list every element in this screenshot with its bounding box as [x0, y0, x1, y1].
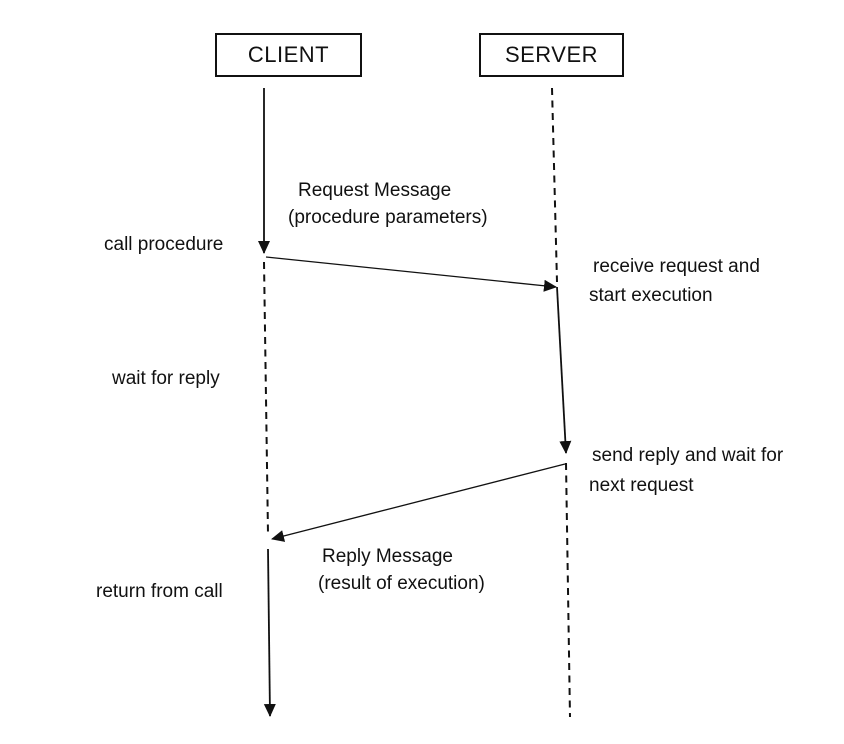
- client-actor-box: CLIENT: [215, 33, 362, 77]
- client-event-wait-for-reply: wait for reply: [112, 368, 220, 389]
- reply-message-arrow: [271, 463, 566, 542]
- client-actor-label: CLIENT: [247, 42, 330, 67]
- reply-message-label-line2: (result of execution): [318, 573, 485, 594]
- server-event-send-reply-line2: next request: [589, 475, 694, 496]
- server-actor-box: SERVER: [479, 33, 624, 77]
- client-lifeline-waiting-dashed: [263, 261, 269, 535]
- client-lifeline-active-bottom: [263, 548, 276, 717]
- request-message-label-line2: (procedure parameters): [288, 207, 488, 228]
- server-event-send-reply-line1: send reply and wait for: [592, 445, 784, 466]
- server-lifeline-executing: [556, 286, 572, 454]
- request-message-arrow: [265, 256, 557, 292]
- request-message-label-line1: Request Message: [298, 180, 452, 201]
- server-lifeline-idle-top-dashed: [551, 87, 558, 283]
- client-event-return-from-call: return from call: [96, 581, 223, 602]
- server-event-receive-request-line2: start execution: [589, 285, 713, 306]
- server-event-receive-request-line1: receive request and: [593, 256, 760, 277]
- client-event-call-procedure: call procedure: [104, 234, 224, 255]
- server-actor-label: SERVER: [504, 42, 599, 67]
- reply-message-label-line1: Reply Message: [322, 546, 453, 567]
- server-lifeline-idle-bottom-dashed: [565, 462, 571, 718]
